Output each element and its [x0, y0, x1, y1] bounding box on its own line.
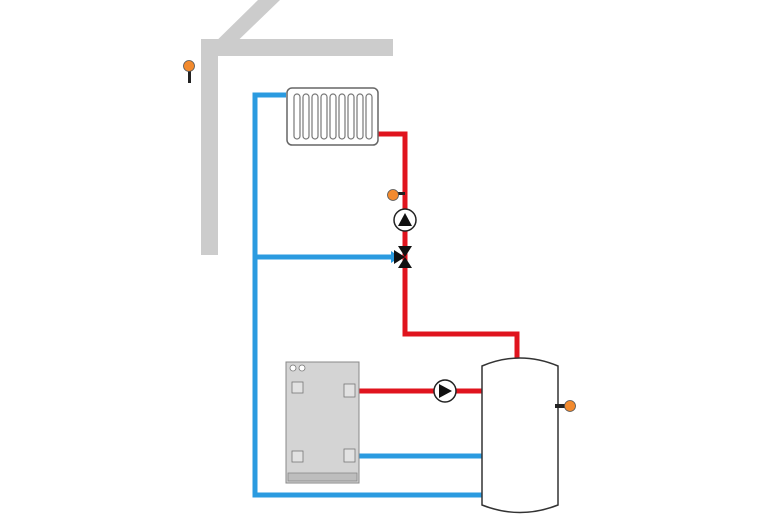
- heating-supply-pipe: [377, 131, 520, 358]
- tank-sensor-icon: [555, 400, 576, 412]
- outdoor-sensor-icon: [183, 60, 195, 83]
- house-eave: [201, 39, 393, 56]
- return-main-pipe: [252, 92, 482, 498]
- mixing-valve-icon: [394, 246, 412, 268]
- buffer-tank-icon: [481, 357, 559, 514]
- boiler-icon: [285, 361, 360, 484]
- return-pipes: [252, 92, 482, 498]
- radiator-icon: [286, 87, 379, 146]
- house-outline: [201, 0, 393, 255]
- heating-pump-icon: [393, 208, 417, 232]
- supply-pipes: [352, 131, 520, 394]
- flow-sensor-icon: [387, 189, 405, 201]
- boiler-pump-icon: [433, 379, 457, 403]
- house-wall: [201, 39, 218, 255]
